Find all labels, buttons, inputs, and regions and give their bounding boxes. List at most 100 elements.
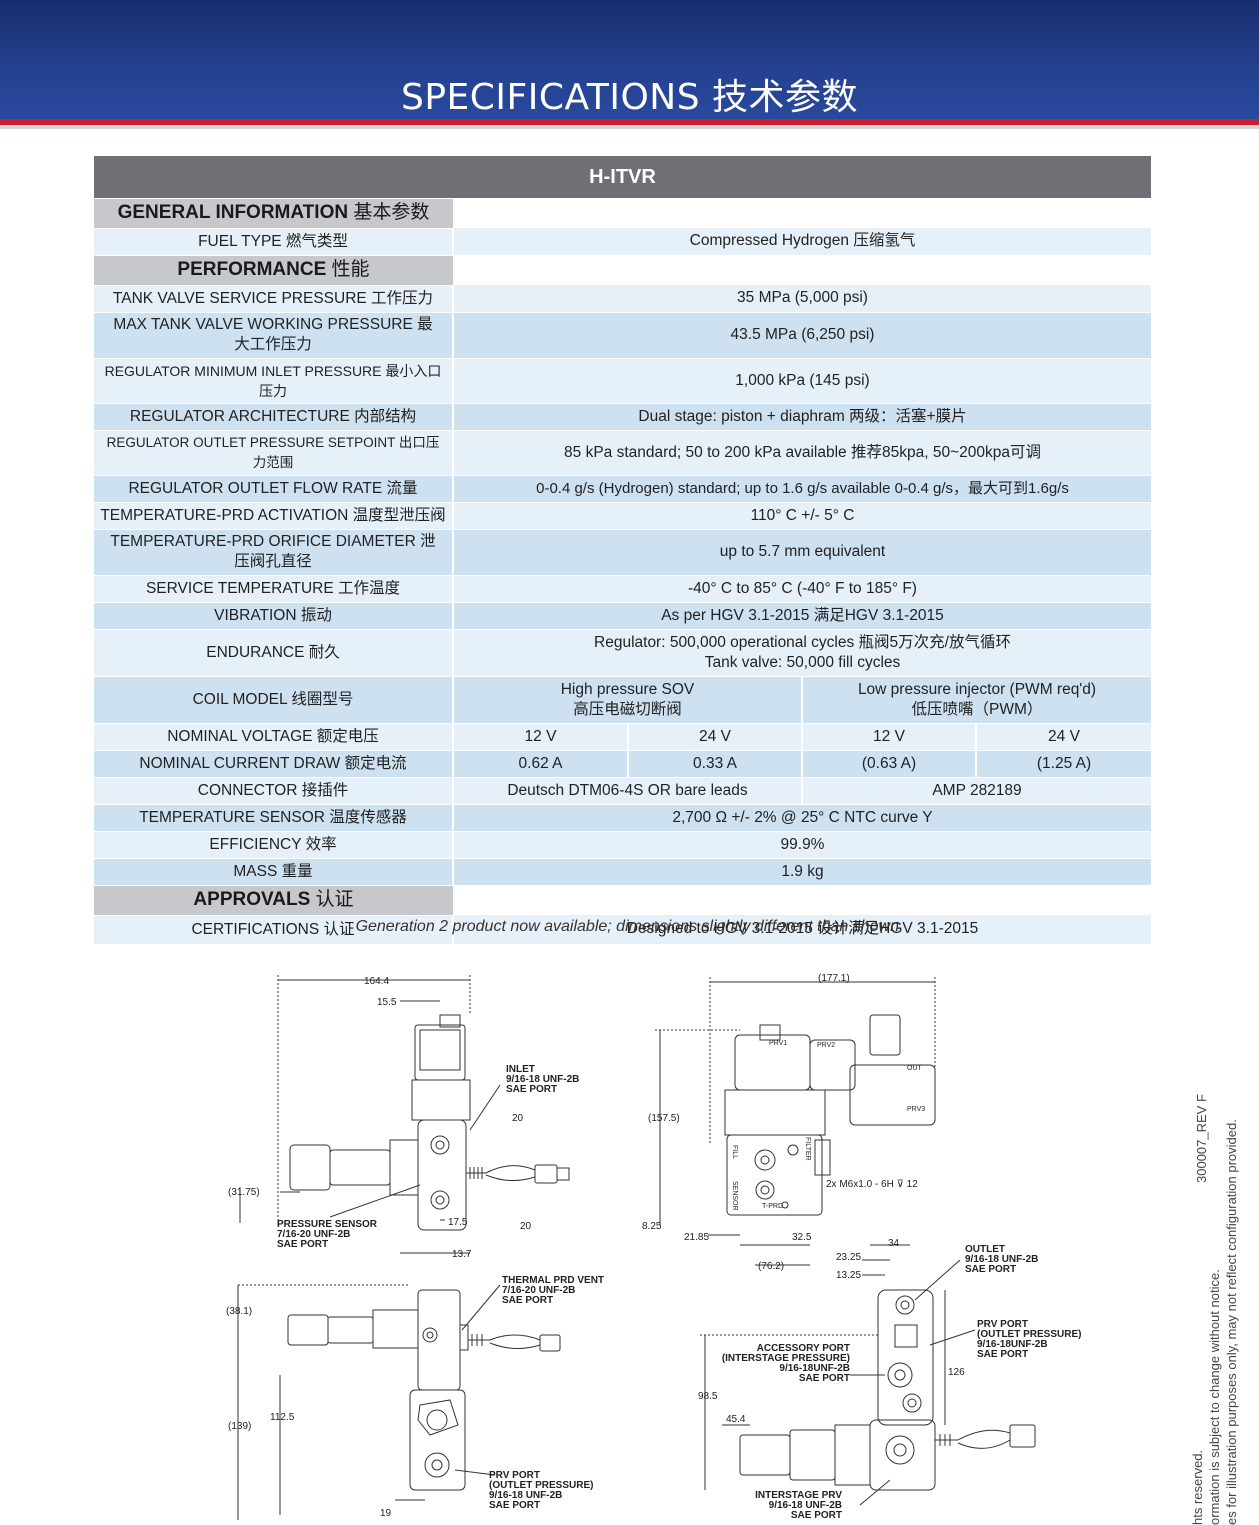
- table-row: REGULATOR OUTLET FLOW RATE 流量 0-0.4 g/s …: [94, 475, 1151, 503]
- header-grey-stripe: [0, 125, 1259, 129]
- side-disclaimer-2: ormation is subject to change without no…: [1207, 1269, 1222, 1525]
- section-performance-cn: 性能: [331, 259, 370, 280]
- dim-21-85: 21.85: [684, 1232, 709, 1243]
- section-general-en: GENERAL INFORMATION: [117, 202, 349, 223]
- svg-text:SAE PORT: SAE PORT: [506, 1084, 557, 1095]
- label-out: OUT: [907, 1065, 923, 1072]
- dimension-labels: 164.4 15.5 20 20 (31.75) 17.5 13.7 (38.1…: [226, 973, 965, 1519]
- svg-text:9/16-18UNF-2B: 9/16-18UNF-2B: [779, 1363, 850, 1374]
- callout-accessory-port: ACCESSORY PORT: [757, 1343, 850, 1354]
- dim-112-5: 112.5: [270, 1412, 295, 1423]
- view-top-left: [239, 975, 570, 1231]
- table-row: MAX TANK VALVE WORKING PRESSURE 最大工作压力 4…: [94, 312, 1151, 359]
- dim-139: (139): [228, 1421, 251, 1432]
- section-performance-en: PERFORMANCE: [177, 259, 327, 280]
- table-row: CONNECTOR 接插件 Deutsch DTM06-4S OR bare l…: [94, 777, 1151, 805]
- header-band: [0, 0, 1259, 122]
- view-bottom-left: [237, 1252, 561, 1520]
- svg-text:7/16-20 UNF-2B: 7/16-20 UNF-2B: [502, 1285, 575, 1296]
- table-row: TANK VALVE SERVICE PRESSURE 工作压力 35 MPa …: [94, 285, 1151, 313]
- document-id: 300007_REV F: [1194, 1094, 1209, 1183]
- svg-text:9/16-18 UNF-2B: 9/16-18 UNF-2B: [965, 1254, 1038, 1265]
- svg-text:SAE PORT: SAE PORT: [277, 1239, 328, 1250]
- dim-8-25: 8.25: [642, 1221, 662, 1232]
- svg-text:SAE PORT: SAE PORT: [791, 1510, 842, 1521]
- table-row: TEMPERATURE-PRD ACTIVATION 温度型泄压阀 110° C…: [94, 502, 1151, 530]
- side-disclaimer-1: es for illustration purposes only, may n…: [1224, 1119, 1239, 1525]
- dim-20-b: 20: [520, 1221, 532, 1232]
- callout-interstage-prv: INTERSTAGE PRV: [755, 1490, 842, 1501]
- dim-31-75: (31.75): [228, 1187, 260, 1198]
- dim-32-5: 32.5: [792, 1232, 812, 1243]
- svg-text:9/16-18 UNF-2B: 9/16-18 UNF-2B: [489, 1490, 562, 1501]
- generation-note: Generation 2 product now available; dime…: [355, 918, 904, 935]
- dim-164: 164.4: [364, 976, 389, 987]
- svg-text:9/16-18 UNF-2B: 9/16-18 UNF-2B: [769, 1500, 842, 1511]
- svg-text:(INTERSTAGE PRESSURE): (INTERSTAGE PRESSURE): [722, 1353, 850, 1364]
- callout-thermal-prd: THERMAL PRD VENT: [502, 1275, 604, 1286]
- table-row: SERVICE TEMPERATURE 工作温度 -40° C to 85° C…: [94, 575, 1151, 603]
- callouts: INLET 9/16-18 UNF-2B SAE PORT PRESSURE S…: [277, 1064, 1081, 1521]
- dim-126: 126: [948, 1367, 965, 1378]
- product-name: H-ITVR: [94, 156, 1151, 199]
- section-general-cn: 基本参数: [353, 202, 430, 223]
- svg-text:9/16-18 UNF-2B: 9/16-18 UNF-2B: [506, 1074, 579, 1085]
- table-row: CERTIFICATIONS 认证 Designed to HGV 3.1-20…: [94, 915, 1151, 945]
- label-fill: FILL: [731, 1145, 738, 1159]
- table-row: REGULATOR MINIMUM INLET PRESSURE 最小入口压力 …: [94, 358, 1151, 404]
- label-sensor: SENSOR: [731, 1181, 738, 1211]
- svg-text:SAE PORT: SAE PORT: [489, 1500, 540, 1511]
- svg-text:SAE PORT: SAE PORT: [502, 1295, 553, 1306]
- table-row: EFFICIENCY 效率 99.9%: [94, 831, 1151, 859]
- dim-23-25: 23.25: [836, 1252, 861, 1263]
- dim-38-1: (38.1): [226, 1306, 252, 1317]
- dim-34: 34: [888, 1238, 900, 1249]
- section-approvals-en: APPROVALS: [193, 889, 311, 910]
- dim-19: 19: [380, 1508, 392, 1519]
- svg-text:SAE PORT: SAE PORT: [799, 1373, 850, 1384]
- dim-13-7: 13.7: [452, 1249, 472, 1260]
- label-prv2: PRV2: [817, 1042, 835, 1049]
- table-row: REGULATOR OUTLET PRESSURE SETPOINT 出口压力范…: [94, 430, 1151, 476]
- svg-text:(OUTLET PRESSURE): (OUTLET PRESSURE): [489, 1480, 593, 1491]
- dim-76-2: (76.2): [758, 1261, 784, 1272]
- label-tprd: T-PRD: [762, 1203, 783, 1210]
- label-filter: FILTER: [804, 1137, 811, 1161]
- side-disclaimer-3: hts reserved.: [1190, 1449, 1205, 1525]
- table-row: REGULATOR ARCHITECTURE 内部结构 Dual stage: …: [94, 403, 1151, 431]
- dim-98-5: 98.5: [698, 1391, 718, 1402]
- dim-177-1: (177.1): [818, 973, 850, 984]
- table-row: MASS 重量 1.9 kg: [94, 858, 1151, 886]
- callout-pressure-sensor: PRESSURE SENSOR: [277, 1219, 378, 1230]
- table-row: TEMPERATURE SENSOR 温度传感器 2,700 Ω +/- 2% …: [94, 804, 1151, 832]
- section-general: GENERAL INFORMATION 基本参数: [94, 198, 1151, 229]
- section-approvals-cn: 认证: [315, 889, 354, 910]
- table-row: TEMPERATURE-PRD ORIFICE DIAMETER 泄压阀孔直径 …: [94, 529, 1151, 576]
- svg-text:(OUTLET PRESSURE): (OUTLET PRESSURE): [977, 1329, 1081, 1340]
- callout-prv-port-b: PRV PORT: [977, 1319, 1028, 1330]
- table-row: NOMINAL VOLTAGE 额定电压 12 V 24 V 12 V 24 V: [94, 723, 1151, 751]
- table-row: NOMINAL CURRENT DRAW 额定电流 0.62 A 0.33 A …: [94, 750, 1151, 778]
- dim-45-4: 45.4: [726, 1414, 746, 1425]
- callout-outlet: OUTLET: [965, 1244, 1005, 1255]
- table-title-row: H-ITVR: [94, 156, 1151, 199]
- label-prv3: PRV3: [907, 1106, 925, 1113]
- dim-15-5: 15.5: [377, 997, 397, 1008]
- label-prv1: PRV1: [769, 1040, 787, 1047]
- technical-drawing: 164.4 15.5 20 20 (31.75) 17.5 13.7 (38.1…: [226, 973, 1081, 1521]
- svg-text:7/16-20 UNF-2B: 7/16-20 UNF-2B: [277, 1229, 350, 1240]
- callout-inlet: INLET: [506, 1064, 535, 1075]
- dim-157-5: (157.5): [648, 1113, 680, 1124]
- table-row: ENDURANCE 耐久 Regulator: 500,000 operatio…: [94, 629, 1151, 677]
- table-row: VIBRATION 振动 As per HGV 3.1-2015 满足HGV 3…: [94, 602, 1151, 630]
- table-row: FUEL TYPE 燃气类型 Compressed Hydrogen 压缩氢气: [94, 228, 1151, 256]
- dim-20-a: 20: [512, 1113, 524, 1124]
- view-top-right: [655, 977, 936, 1266]
- dim-17-5: 17.5: [448, 1217, 468, 1228]
- section-performance: PERFORMANCE 性能: [94, 255, 1151, 286]
- svg-text:9/16-18UNF-2B: 9/16-18UNF-2B: [977, 1339, 1048, 1350]
- dim-13-25: 13.25: [836, 1270, 861, 1281]
- part-labels: PRV1 PRV2 OUT PRV3 FILL FILTER SENSOR T-…: [731, 1040, 925, 1211]
- callout-prv-port-a: PRV PORT: [489, 1470, 540, 1481]
- table-row: COIL MODEL 线圈型号 High pressure SOV 高压电磁切断…: [94, 676, 1151, 724]
